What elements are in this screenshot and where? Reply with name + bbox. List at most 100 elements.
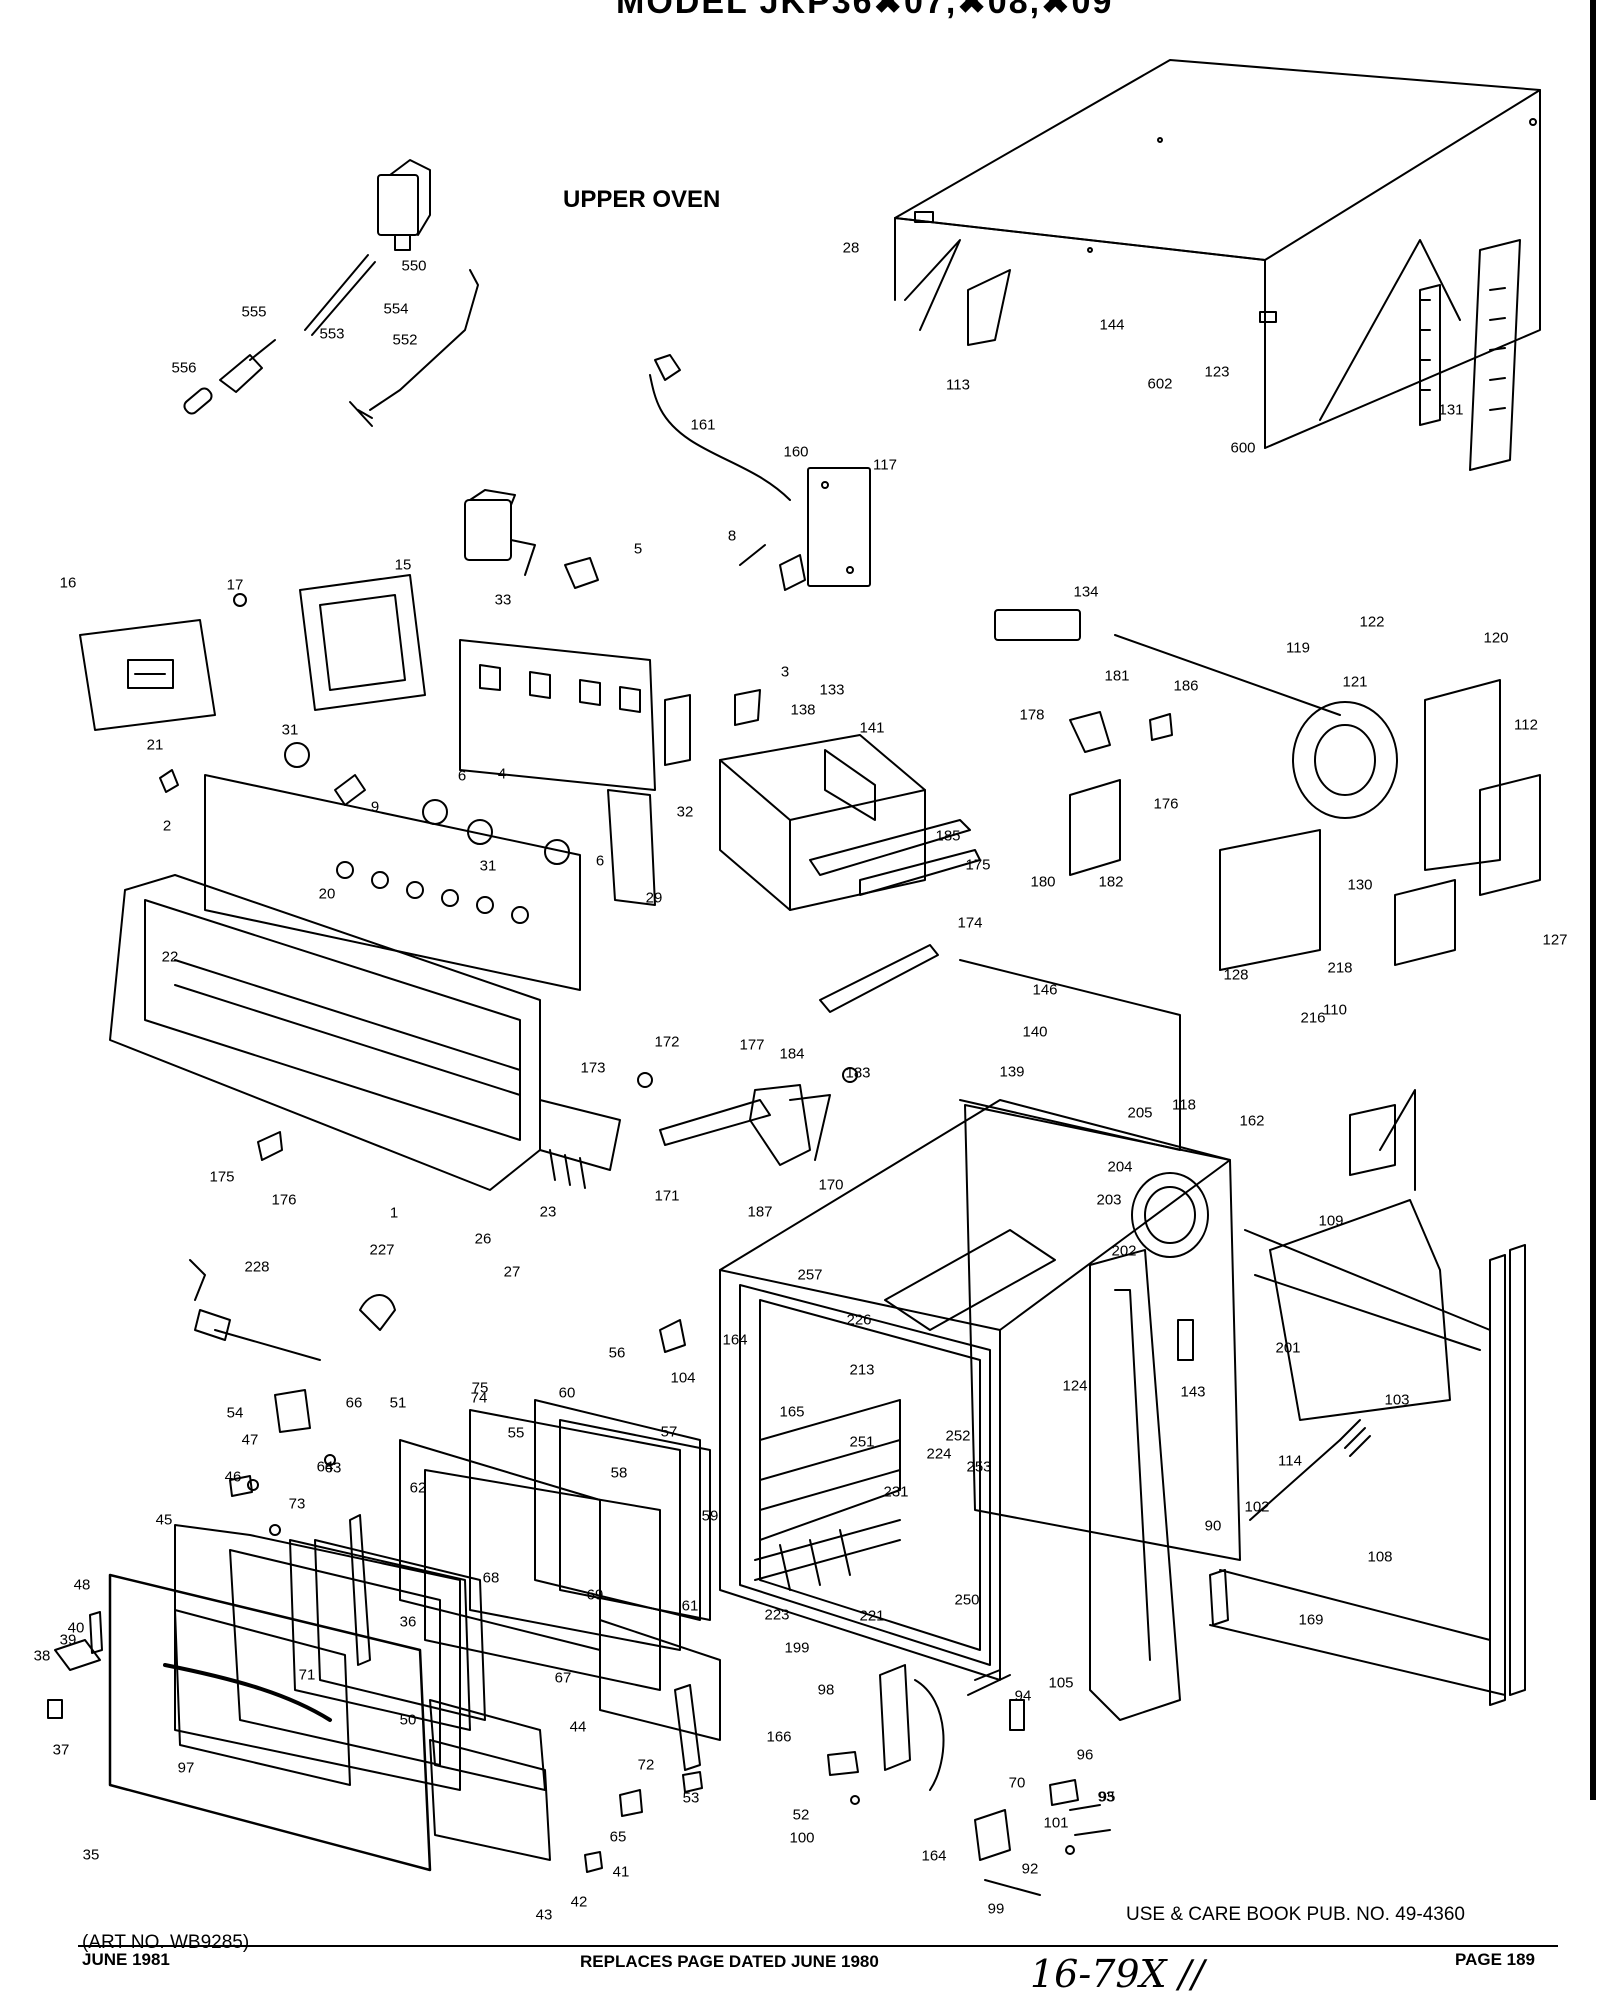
callout-label: 101	[1043, 1814, 1069, 1832]
callout-label: 102	[1244, 1498, 1270, 1516]
callout-label: 204	[1107, 1158, 1133, 1176]
callout-label: 47	[241, 1431, 259, 1449]
callout-label: 61	[681, 1597, 699, 1615]
callout-label: 162	[1239, 1112, 1265, 1130]
callout-label: 184	[779, 1045, 805, 1063]
callout-label: 202	[1111, 1242, 1137, 1260]
callout-label: 54	[226, 1404, 244, 1422]
handwritten-note: 16-79X ∕∕	[1030, 1952, 1205, 1996]
meat-probe-shape	[189, 1259, 686, 1361]
callout-label: 96	[1076, 1746, 1094, 1764]
callout-label: 556	[171, 359, 197, 377]
callout-label: 99	[987, 1900, 1005, 1918]
wire-harness-shape	[649, 354, 871, 587]
callout-label: 550	[401, 257, 427, 275]
callout-label: 35	[82, 1846, 100, 1864]
callout-label: 32	[676, 803, 694, 821]
callout-label: 74	[470, 1389, 488, 1407]
page-number: PAGE 189	[1455, 1950, 1536, 1969]
callout-label: 6	[595, 852, 605, 870]
callout-label: 201	[1275, 1339, 1301, 1357]
page-edge-bar	[1590, 0, 1596, 1800]
callout-label: 223	[764, 1606, 790, 1624]
callout-label: 23	[539, 1203, 557, 1221]
callout-label: 231	[883, 1483, 909, 1501]
callout-label: 173	[580, 1059, 606, 1077]
callout-label: 182	[1098, 873, 1124, 891]
callout-label: 21	[146, 736, 164, 754]
side-rail-shape	[1209, 1229, 1526, 1706]
callout-label: 100	[789, 1829, 815, 1847]
callout-label: 31	[479, 857, 497, 875]
callout-label: 213	[849, 1361, 875, 1379]
callout-label: 93	[1097, 1788, 1115, 1806]
convection-parts-shape	[994, 609, 1541, 971]
callout-label: 63	[324, 1459, 342, 1477]
callout-label: 38	[33, 1647, 51, 1665]
callout-label: 46	[224, 1468, 242, 1486]
publication-number: USE & CARE BOOK PUB. NO. 49-4360	[1126, 1904, 1465, 1925]
callout-label: 64	[316, 1458, 334, 1476]
callout-label: 164	[921, 1847, 947, 1865]
callout-label: 28	[842, 239, 860, 257]
callout-label: 120	[1483, 629, 1509, 647]
callout-label: 127	[1542, 931, 1568, 949]
callout-label: 224	[926, 1445, 952, 1463]
callout-label: 553	[319, 325, 345, 343]
callout-label: 250	[954, 1591, 980, 1609]
callout-label: 26	[474, 1230, 492, 1248]
callout-label: 97	[177, 1759, 195, 1777]
callout-label: 140	[1022, 1023, 1048, 1041]
oven-racks-shape	[754, 1399, 901, 1591]
callout-label: 105	[1048, 1674, 1074, 1692]
callout-label: 103	[1384, 1391, 1410, 1409]
callout-label: 41	[612, 1863, 630, 1881]
callout-label: 141	[859, 719, 885, 737]
callout-label: 186	[1173, 677, 1199, 695]
callout-label: 165	[779, 1403, 805, 1421]
callout-label: 56	[608, 1344, 626, 1362]
callout-label: 40	[67, 1619, 85, 1637]
gas-valve-shape	[257, 1067, 858, 1166]
callout-label: 51	[389, 1394, 407, 1412]
callout-label: 221	[859, 1607, 885, 1625]
callout-label: 45	[155, 1511, 173, 1529]
callout-label: 20	[318, 885, 336, 903]
callout-label: 128	[1223, 966, 1249, 984]
callout-label: 39	[59, 1631, 77, 1649]
control-panel-shape	[79, 574, 656, 991]
callout-label: 2	[162, 817, 172, 835]
callout-label: 117	[873, 456, 897, 474]
callout-label: 112	[1514, 716, 1538, 734]
callout-label: 43	[535, 1906, 553, 1924]
burner-box-shape	[664, 554, 981, 1013]
callout-label: 555	[241, 303, 267, 321]
callout-label: 70	[1008, 1774, 1026, 1792]
callout-label: 66	[345, 1394, 363, 1412]
callout-label: 169	[1298, 1611, 1324, 1629]
callout-label: 146	[1032, 981, 1058, 999]
callout-label: 175	[965, 856, 991, 874]
callout-label: 178	[1019, 706, 1045, 724]
callout-label: 600	[1230, 439, 1256, 457]
callout-label: 183	[845, 1064, 871, 1082]
callout-label: 95	[1098, 1788, 1116, 1806]
callout-label: 161	[690, 416, 716, 434]
callout-label: 552	[392, 331, 418, 349]
callout-label: 139	[999, 1063, 1025, 1081]
callout-label: 15	[394, 556, 412, 574]
callout-label: 252	[945, 1427, 971, 1445]
callout-label: 172	[654, 1033, 680, 1051]
ignitor-assembly-shape	[183, 159, 479, 427]
callout-label: 166	[766, 1728, 792, 1746]
callout-label: 122	[1359, 613, 1385, 631]
callout-label: 160	[783, 443, 809, 461]
callout-label: 171	[654, 1187, 680, 1205]
callout-label: 55	[507, 1424, 525, 1442]
callout-label: 27	[503, 1263, 521, 1281]
callout-label: 257	[797, 1266, 823, 1284]
callout-label: 134	[1073, 583, 1099, 601]
callout-label: 90	[1204, 1517, 1222, 1535]
callout-label: 31	[281, 721, 299, 739]
